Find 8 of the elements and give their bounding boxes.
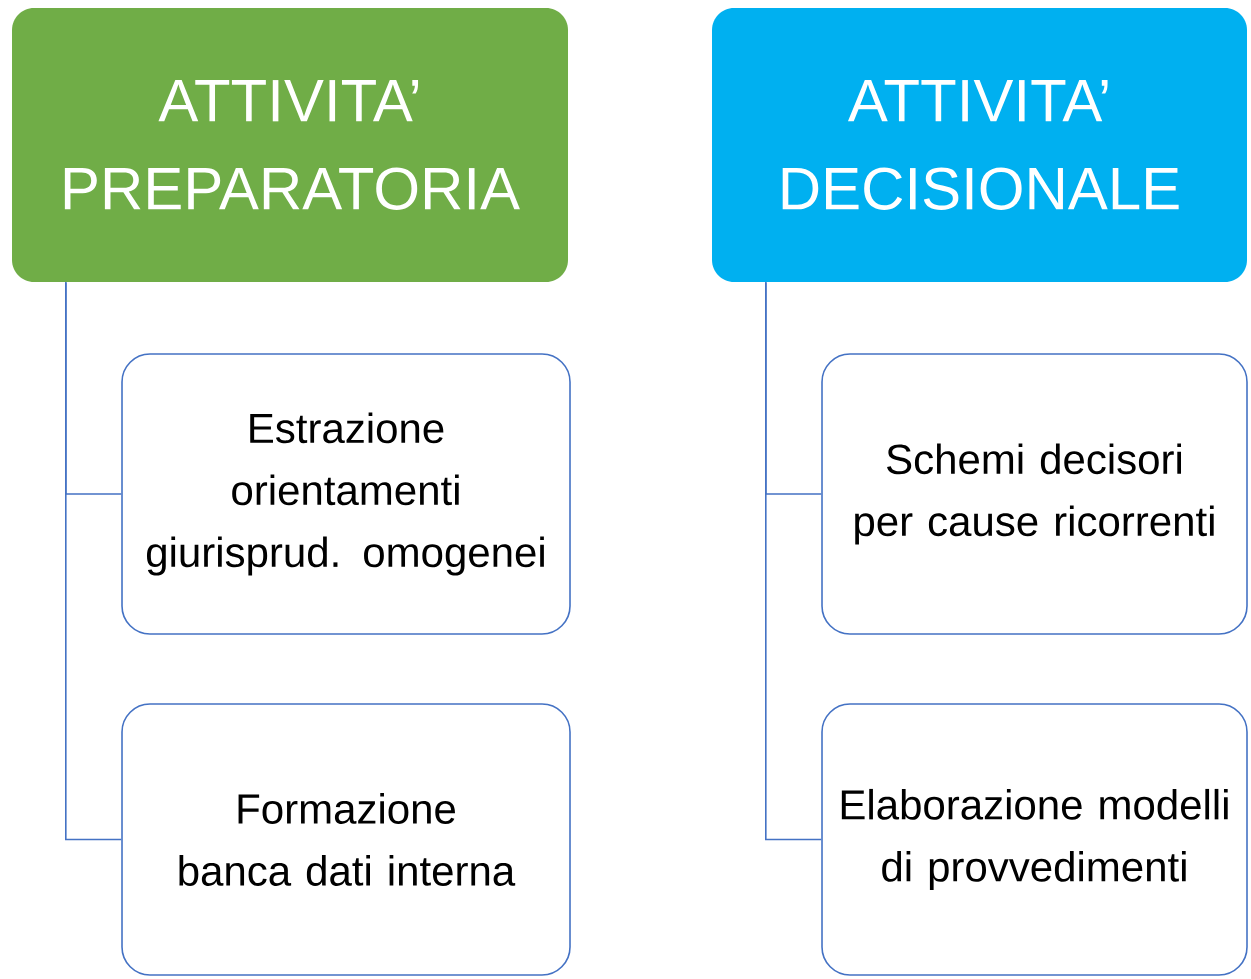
connector-line	[65, 281, 122, 841]
text-box: Elaborazione modelli di provvedimenti	[821, 703, 1248, 976]
text-box: Schemi decisori per cause ricorrenti	[821, 353, 1248, 635]
text-box: Estrazione orientamenti giurisprud. omogenei	[121, 353, 571, 635]
text-box: Formazione banca dati interna	[121, 703, 571, 976]
connector-line	[765, 281, 822, 841]
header-box: ATTIVITA’ DECISIONALE	[712, 8, 1247, 282]
header-box: ATTIVITA’ PREPARATORIA	[12, 8, 568, 282]
